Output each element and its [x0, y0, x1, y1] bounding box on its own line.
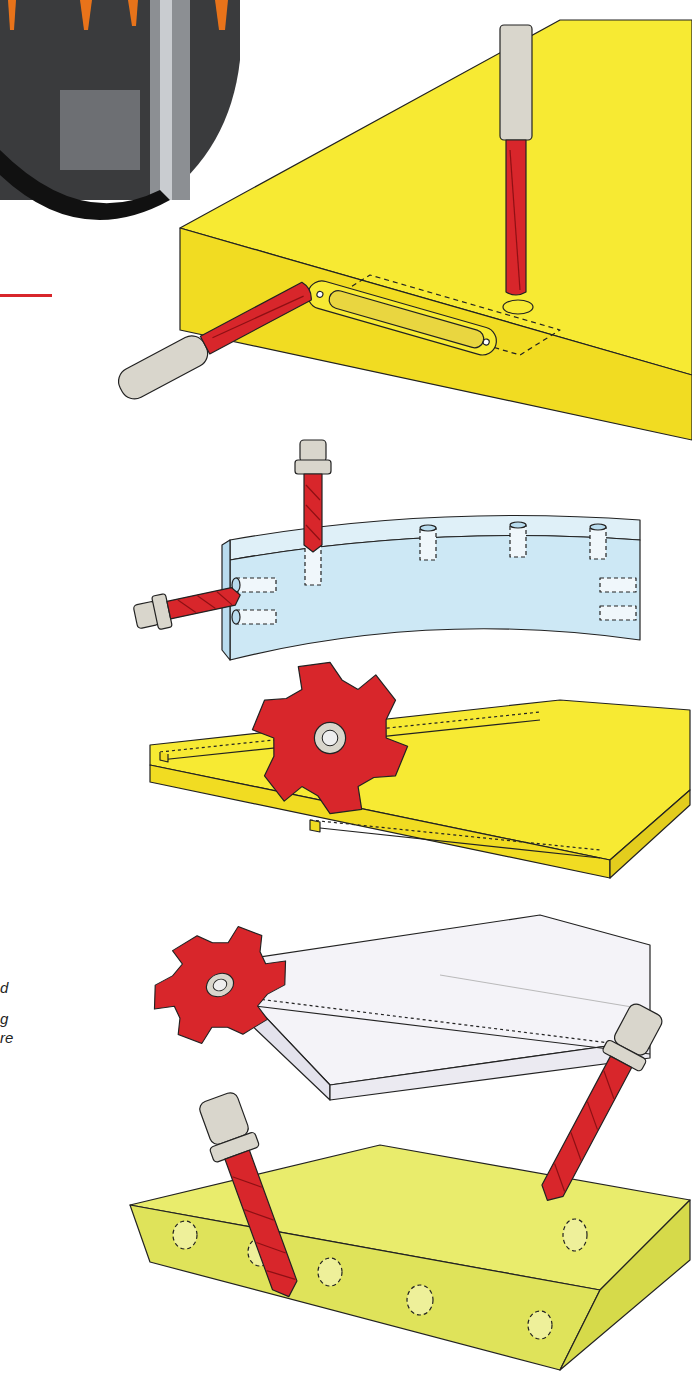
slot-cutter [134, 906, 306, 1063]
dowel-end [420, 525, 436, 531]
router-bit [506, 140, 526, 295]
machine-photo [0, 0, 250, 220]
machine-body [0, 0, 240, 200]
board-side [610, 790, 690, 878]
drill-collar [295, 460, 331, 474]
cutter-bore [322, 730, 338, 746]
drill-flute [232, 1168, 295, 1287]
groove [250, 998, 650, 1048]
dowel-hole [590, 527, 606, 559]
slot-end [483, 338, 490, 345]
drill-bit [537, 1056, 632, 1206]
tool-tip [80, 0, 92, 30]
cutter-disc [134, 906, 306, 1063]
drill-flute [178, 589, 232, 615]
slot-outline [305, 278, 500, 359]
groove [255, 1006, 650, 1054]
dowel-hole [563, 1219, 587, 1251]
drill-shank [300, 440, 326, 462]
groove-end [160, 752, 168, 762]
dowel-hole [510, 525, 526, 557]
caption-fragment: g [0, 1010, 8, 1027]
board-1 [114, 20, 692, 440]
cutter-body [134, 906, 306, 1063]
tool-tip [128, 0, 138, 26]
machine-column [150, 0, 190, 200]
machine-highlight [160, 0, 172, 200]
block-2 [132, 440, 640, 660]
groove [310, 820, 600, 850]
dowel-end [232, 610, 240, 624]
bore-mark [503, 300, 533, 314]
board-front [180, 228, 692, 440]
slot-recess [327, 288, 486, 349]
board-side [560, 1200, 690, 1370]
bit-flute [510, 150, 520, 290]
board-5 [130, 999, 690, 1370]
cutter-bore [211, 977, 228, 993]
dowel-hole [528, 1311, 552, 1339]
drill-bit [304, 474, 322, 552]
caption-fragment: re [0, 1029, 13, 1046]
cutter-hub [203, 969, 238, 1001]
dowel-hole [407, 1285, 433, 1315]
cutter-disc [252, 662, 407, 813]
drill-bit [225, 1150, 301, 1301]
bit-shank [500, 25, 532, 140]
drill-flute [306, 485, 320, 540]
dowel-end [510, 522, 526, 528]
board-line [440, 975, 650, 1010]
drill-flute [545, 1071, 623, 1192]
board-3 [150, 662, 690, 878]
rule-line [0, 294, 52, 297]
caption-fragment: d [0, 979, 8, 996]
groove-end [310, 820, 320, 832]
board-front [150, 765, 610, 878]
bit-shank [114, 331, 213, 404]
tool-tip [8, 0, 16, 30]
cutter-body [252, 662, 407, 813]
router-bit [200, 281, 314, 354]
board-top [180, 20, 692, 375]
bit-flute [212, 291, 303, 343]
dowel-hole [236, 610, 276, 624]
dowel-hole [420, 528, 436, 560]
slot-end [316, 291, 323, 298]
dowel-hole [600, 578, 636, 592]
cutter-hub [314, 722, 345, 753]
dowel-hole [318, 1258, 342, 1286]
tool-tip [215, 0, 228, 30]
drill-bit [167, 586, 242, 619]
dowel-hole [236, 578, 276, 592]
board-4 [134, 906, 650, 1100]
dowel-hole [600, 606, 636, 620]
dowel-end [590, 524, 606, 530]
machine-cable [0, 150, 170, 220]
board-front [130, 1205, 600, 1370]
slot-cutter [252, 662, 407, 813]
dowel-hole [173, 1221, 197, 1249]
machine-motor [60, 90, 140, 170]
photo-bg [0, 0, 250, 200]
groove [320, 828, 600, 858]
